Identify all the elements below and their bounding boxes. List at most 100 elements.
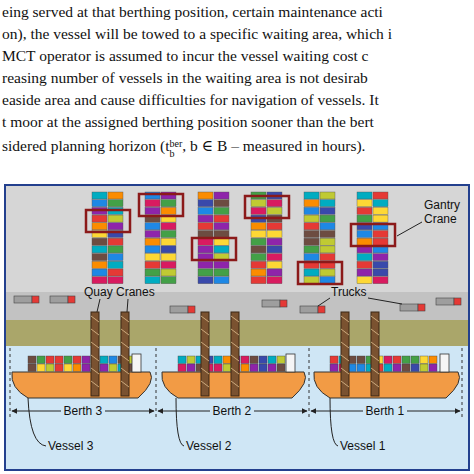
container-box	[214, 207, 229, 214]
container-box	[251, 261, 266, 268]
container-box	[198, 269, 213, 276]
quay-crane	[91, 312, 99, 396]
truck-cab	[32, 296, 39, 303]
ship-container	[250, 364, 258, 372]
crane-truss	[121, 342, 129, 348]
crane-truss	[371, 381, 379, 387]
crane-truss	[121, 368, 129, 374]
ship-container	[330, 356, 338, 364]
ship-container	[384, 356, 392, 364]
container-box	[161, 223, 176, 230]
container-box	[108, 261, 123, 268]
container-box	[108, 223, 123, 230]
ship-container	[37, 364, 45, 372]
frame	[5, 185, 469, 470]
ship-container	[393, 364, 401, 372]
truck-cab	[318, 306, 325, 313]
ship-container	[241, 364, 249, 372]
ship-container	[28, 356, 36, 364]
container-box	[145, 231, 160, 238]
ship-container	[393, 356, 401, 364]
container-box	[357, 192, 372, 199]
container-box	[214, 261, 229, 268]
ship-container	[214, 356, 222, 364]
diagram-label: Berth 3	[61, 404, 106, 418]
truck-trailer	[170, 306, 188, 313]
ship-hull	[12, 372, 152, 398]
crane-truss	[91, 355, 99, 361]
ship-container	[64, 364, 72, 372]
ship-bridge	[132, 354, 141, 372]
container-box	[373, 277, 388, 284]
container-box	[320, 207, 335, 214]
container-box	[251, 231, 266, 238]
container-box	[161, 238, 176, 245]
truck-trailer	[14, 296, 32, 303]
container-box	[267, 269, 282, 276]
quay-crane	[201, 312, 209, 396]
container-box	[251, 200, 266, 207]
container-box	[108, 277, 123, 284]
gantry-crane	[298, 262, 342, 284]
container-box	[198, 277, 213, 284]
diagram-label: Berth 2	[210, 404, 255, 418]
container-box	[304, 277, 319, 284]
container-box	[198, 246, 213, 253]
container-box	[161, 269, 176, 276]
crane-truss	[231, 329, 239, 335]
truck-trailer	[50, 296, 68, 303]
ship-container	[250, 356, 258, 364]
ship-container	[100, 364, 108, 372]
gantry-crane	[245, 196, 289, 218]
container-box	[251, 238, 266, 245]
crane-truss	[341, 355, 349, 361]
container-box	[145, 246, 160, 253]
container-box	[214, 215, 229, 222]
container-box	[267, 238, 282, 245]
container-box	[267, 254, 282, 261]
container-box	[373, 215, 388, 222]
container-box	[92, 277, 107, 284]
container-box	[214, 223, 229, 230]
ship-container	[277, 364, 285, 372]
container-box	[304, 246, 319, 253]
subscript: b	[169, 149, 182, 159]
container-box	[357, 254, 372, 261]
body-text-line: easide area and cause difficulties for n…	[2, 90, 379, 110]
crane-truss	[341, 329, 349, 335]
container-box	[198, 215, 213, 222]
container-box	[145, 200, 160, 207]
container-box	[92, 192, 107, 199]
truck-trailer	[300, 306, 318, 313]
container-box	[161, 261, 176, 268]
truck-trailer	[400, 304, 418, 311]
container-box	[214, 269, 229, 276]
container-box	[251, 254, 266, 261]
crane-truss	[341, 368, 349, 374]
container-box	[267, 207, 282, 214]
container-box	[304, 231, 319, 238]
container-box	[267, 200, 282, 207]
container-box	[198, 261, 213, 268]
container-box	[373, 231, 388, 238]
crane-truss	[231, 316, 239, 322]
ship-container	[109, 356, 117, 364]
container-box	[251, 277, 266, 284]
container-box	[198, 200, 213, 207]
container-box	[108, 238, 123, 245]
container-box	[251, 207, 266, 214]
container-box	[320, 215, 335, 222]
quay-crane	[341, 312, 349, 396]
ship-container	[420, 364, 428, 372]
container-box	[304, 192, 319, 199]
container-box	[320, 223, 335, 230]
container-box	[92, 238, 107, 245]
ship-container	[357, 364, 365, 372]
truck-cab	[280, 300, 287, 307]
container-box	[304, 215, 319, 222]
container-box	[92, 269, 107, 276]
ship-container	[82, 356, 90, 364]
container-box	[320, 200, 335, 207]
leader-line	[397, 222, 422, 236]
